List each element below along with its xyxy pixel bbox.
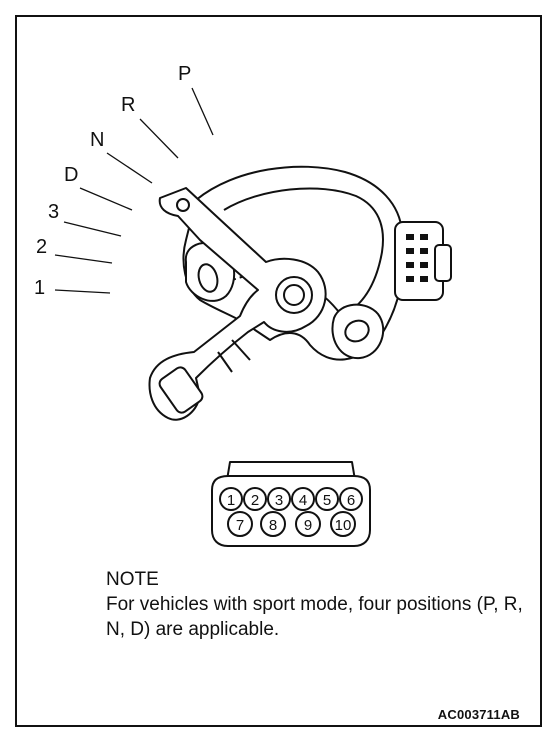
left-mounting-slot xyxy=(197,263,219,293)
position-label-p: P xyxy=(178,63,191,85)
pin-circle-10 xyxy=(330,511,356,537)
pin-circle-8 xyxy=(260,511,286,537)
lever-mark-2 xyxy=(231,339,251,361)
leader-line-2 xyxy=(54,254,113,264)
leader-line-1 xyxy=(54,289,111,294)
connector-face xyxy=(211,461,371,547)
pin-number-8: 8 xyxy=(269,517,277,534)
lever-slot xyxy=(158,366,204,414)
note-title: NOTE xyxy=(106,569,159,590)
housing-inner-arch xyxy=(223,187,384,317)
pin-circle-2 xyxy=(243,487,267,511)
position-leader-lines xyxy=(54,87,214,294)
pin-circle-6 xyxy=(339,487,363,511)
position-label-3: 3 xyxy=(48,201,59,223)
body-connector-terminals xyxy=(406,234,428,282)
pin-number-5: 5 xyxy=(323,492,331,509)
leader-line-d xyxy=(79,187,133,211)
position-label-d: D xyxy=(64,164,78,186)
control-lever xyxy=(148,187,327,421)
pin-circle-7 xyxy=(227,511,253,537)
body-connector-latch xyxy=(434,244,452,282)
note-body: For vehicles with sport mode, four posit… xyxy=(106,594,523,640)
pin-number-6: 6 xyxy=(347,492,355,509)
pin-circle-1 xyxy=(219,487,243,511)
pin-number-10: 10 xyxy=(335,517,352,534)
connector-pin-numbers: 1 2 3 4 5 6 7 8 9 10 xyxy=(227,492,355,534)
pin-number-7: 7 xyxy=(236,517,244,534)
pin-number-4: 4 xyxy=(299,492,307,509)
pin-circle-5 xyxy=(315,487,339,511)
position-label-1: 1 xyxy=(34,277,45,299)
leader-line-p xyxy=(191,87,214,136)
figure-code: AC003711AB xyxy=(437,707,520,722)
position-label-2: 2 xyxy=(36,236,47,258)
lever-pivot-hole xyxy=(176,198,190,212)
position-label-n: N xyxy=(90,129,104,151)
pin-circle-4 xyxy=(291,487,315,511)
pin-circle-3 xyxy=(267,487,291,511)
pin-number-2: 2 xyxy=(251,492,259,509)
position-label-r: R xyxy=(121,94,135,116)
figure-frame xyxy=(15,15,542,727)
pin-number-9: 9 xyxy=(304,517,312,534)
lever-mark-1 xyxy=(217,351,233,373)
pin-circle-9 xyxy=(295,511,321,537)
leader-line-r xyxy=(139,118,179,159)
lever-arm xyxy=(148,187,327,421)
lever-shaft-hole xyxy=(283,284,305,306)
pin-number-3: 3 xyxy=(275,492,283,509)
leader-line-3 xyxy=(63,221,122,237)
pin-number-1: 1 xyxy=(227,492,235,509)
note-block: NOTE For vehicles with sport mode, four … xyxy=(106,567,526,642)
right-mounting-slot xyxy=(344,319,370,343)
leader-line-n xyxy=(106,152,153,184)
